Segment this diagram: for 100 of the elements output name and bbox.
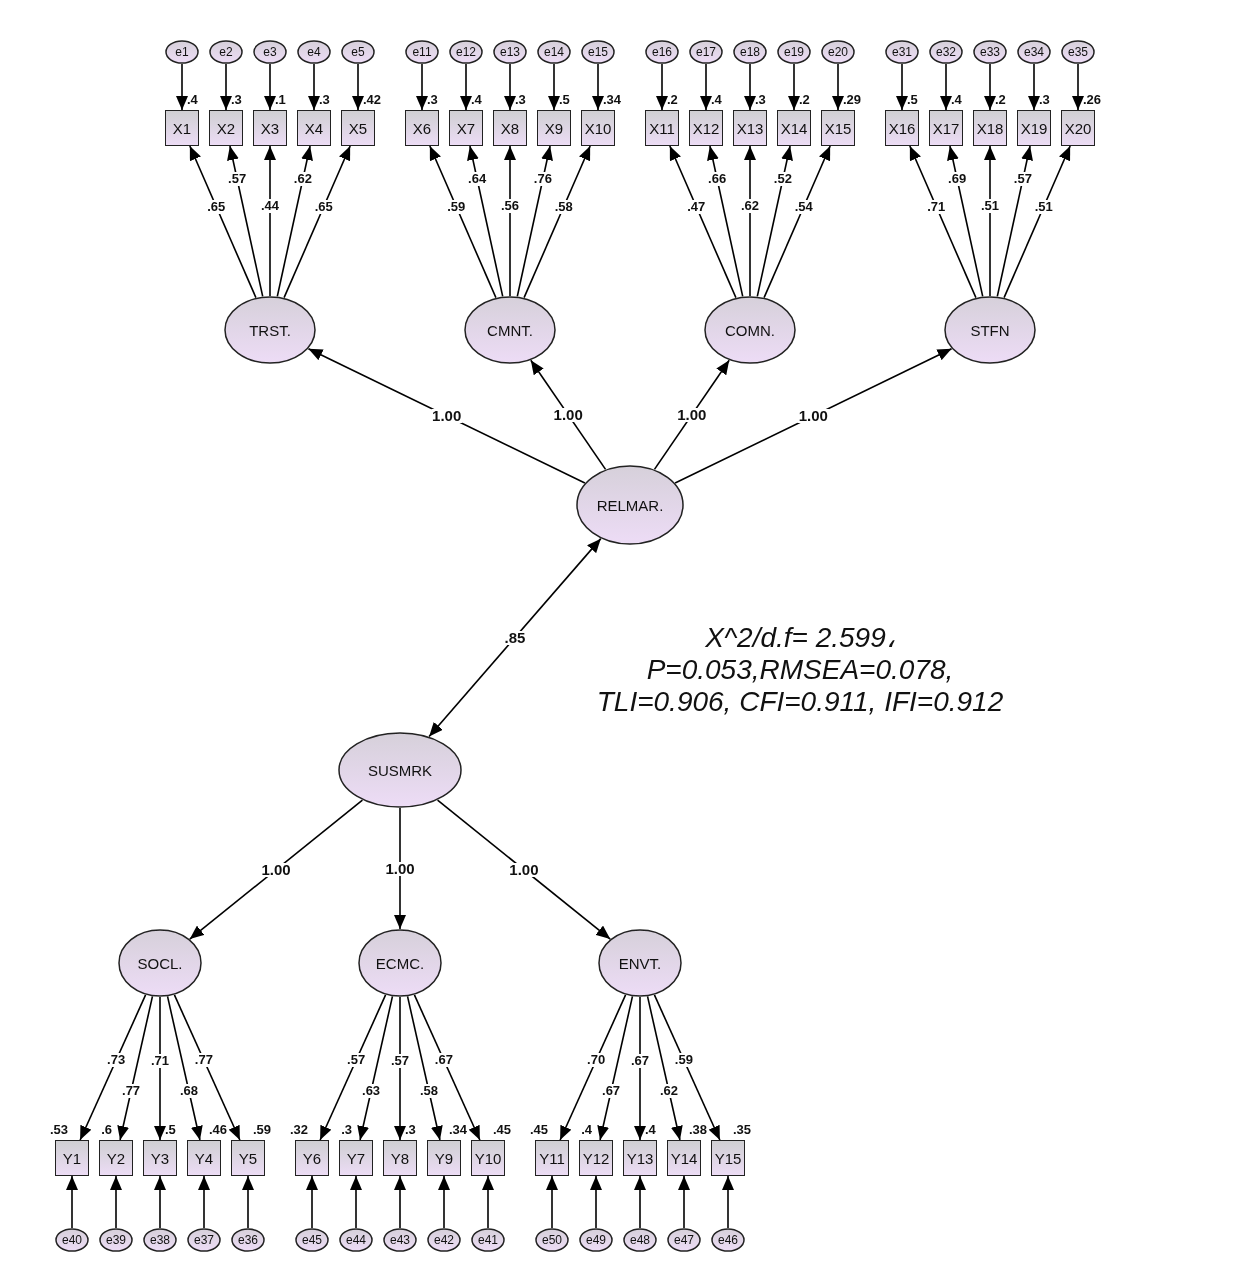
squared-correlation-value: .34 <box>603 93 622 107</box>
edge-label: .67 <box>629 1054 651 1069</box>
latent-variable-ellipse: ECMC. <box>358 929 442 997</box>
edge-label: .71 <box>149 1054 171 1069</box>
squared-correlation-value: .2 <box>667 93 678 107</box>
edge-label: .62 <box>739 199 761 213</box>
edge-label: 1.00 <box>676 407 708 422</box>
edge-label: .57 <box>227 172 248 187</box>
squared-correlation-value: .4 <box>951 93 962 107</box>
squared-correlation-value: .3 <box>319 93 330 107</box>
squared-correlation-value: .45 <box>493 1123 512 1137</box>
squared-correlation-value: .38 <box>689 1123 708 1137</box>
arrow <box>482 1175 494 1229</box>
error-term-ellipse: e5 <box>341 40 375 64</box>
observed-variable-box: X18 <box>973 110 1007 146</box>
squared-correlation-value: .34 <box>449 1123 468 1137</box>
latent-variable-ellipse: STFN <box>944 296 1036 364</box>
squared-correlation-value: .42 <box>363 93 382 107</box>
squared-correlation-value: .3 <box>515 93 526 107</box>
arrow <box>306 1175 318 1229</box>
edge-label: .67 <box>433 1053 454 1068</box>
squared-correlation-value: .5 <box>165 1123 176 1137</box>
observed-variable-box: Y9 <box>427 1140 461 1176</box>
arrow <box>110 1175 122 1229</box>
error-term-ellipse: e45 <box>295 1228 329 1252</box>
arrow <box>984 145 996 297</box>
arrow <box>832 63 844 111</box>
error-term-ellipse: e39 <box>99 1228 133 1252</box>
edge-label: .47 <box>686 199 707 214</box>
edge-label: .76 <box>532 172 553 187</box>
arrow <box>744 63 756 111</box>
squared-correlation-value: .4 <box>581 1123 592 1137</box>
arrow <box>548 63 560 111</box>
arrow <box>984 63 996 111</box>
squared-correlation-value: .3 <box>341 1123 352 1137</box>
error-term-ellipse: e16 <box>645 40 679 64</box>
arrow <box>523 145 591 299</box>
edge-label: .68 <box>178 1084 199 1099</box>
arrow <box>707 145 744 298</box>
error-term-ellipse: e40 <box>55 1228 89 1252</box>
observed-variable-box: Y11 <box>535 1140 569 1176</box>
observed-variable-box: X19 <box>1017 110 1051 146</box>
edge-label: .62 <box>658 1084 679 1099</box>
squared-correlation-value: .53 <box>49 1123 68 1137</box>
observed-variable-box: X3 <box>253 110 287 146</box>
latent-variable-ellipse: TRST. <box>224 296 316 364</box>
arrow <box>154 1175 166 1229</box>
arrow <box>646 995 683 1141</box>
edge-label: 1.00 <box>552 407 584 422</box>
squared-correlation-value: .59 <box>253 1123 272 1137</box>
arrow <box>307 347 586 484</box>
arrow <box>406 995 443 1141</box>
squared-correlation-value: .4 <box>711 93 722 107</box>
error-term-ellipse: e31 <box>885 40 919 64</box>
arrow <box>176 63 188 111</box>
squared-correlation-value: .2 <box>799 93 810 107</box>
arrow <box>436 799 611 940</box>
error-term-ellipse: e44 <box>339 1228 373 1252</box>
arrow <box>669 145 737 299</box>
observed-variable-box: X9 <box>537 110 571 146</box>
squared-correlation-value: .35 <box>733 1123 752 1137</box>
edge-label: .62 <box>292 172 313 187</box>
squared-correlation-value: .4 <box>187 93 198 107</box>
arrow <box>546 1175 558 1229</box>
arrow <box>744 145 756 297</box>
arrow <box>504 63 516 111</box>
arrow <box>357 995 394 1141</box>
squared-correlation-value: .3 <box>405 1123 416 1137</box>
error-term-ellipse: e2 <box>209 40 243 64</box>
squared-correlation-value: .5 <box>907 93 918 107</box>
error-term-ellipse: e43 <box>383 1228 417 1252</box>
arrow <box>227 145 264 298</box>
squared-correlation-value: .5 <box>559 93 570 107</box>
edge-label: .66 <box>707 172 728 187</box>
arrow <box>438 1175 450 1229</box>
arrow <box>350 1175 362 1229</box>
observed-variable-box: X12 <box>689 110 723 146</box>
edge-label: .58 <box>553 199 574 214</box>
arrow <box>467 145 504 298</box>
error-term-ellipse: e47 <box>667 1228 701 1252</box>
edge-label: .57 <box>1012 172 1033 187</box>
edge-label: .77 <box>193 1053 214 1068</box>
arrow <box>117 995 154 1141</box>
edge-label: .70 <box>586 1053 607 1068</box>
arrow <box>1003 145 1071 299</box>
arrow <box>416 63 428 111</box>
observed-variable-box: X15 <box>821 110 855 146</box>
observed-variable-box: Y13 <box>623 1140 657 1176</box>
squared-correlation-value: .4 <box>645 1123 656 1137</box>
arrow <box>79 994 147 1141</box>
observed-variable-box: X2 <box>209 110 243 146</box>
arrow <box>722 1175 734 1229</box>
edge-label: .56 <box>499 199 521 213</box>
observed-variable-box: Y2 <box>99 1140 133 1176</box>
error-term-ellipse: e50 <box>535 1228 569 1252</box>
error-term-ellipse: e36 <box>231 1228 265 1252</box>
observed-variable-box: Y6 <box>295 1140 329 1176</box>
arrow <box>308 63 320 111</box>
observed-variable-box: X6 <box>405 110 439 146</box>
edge-label: .65 <box>206 199 227 214</box>
